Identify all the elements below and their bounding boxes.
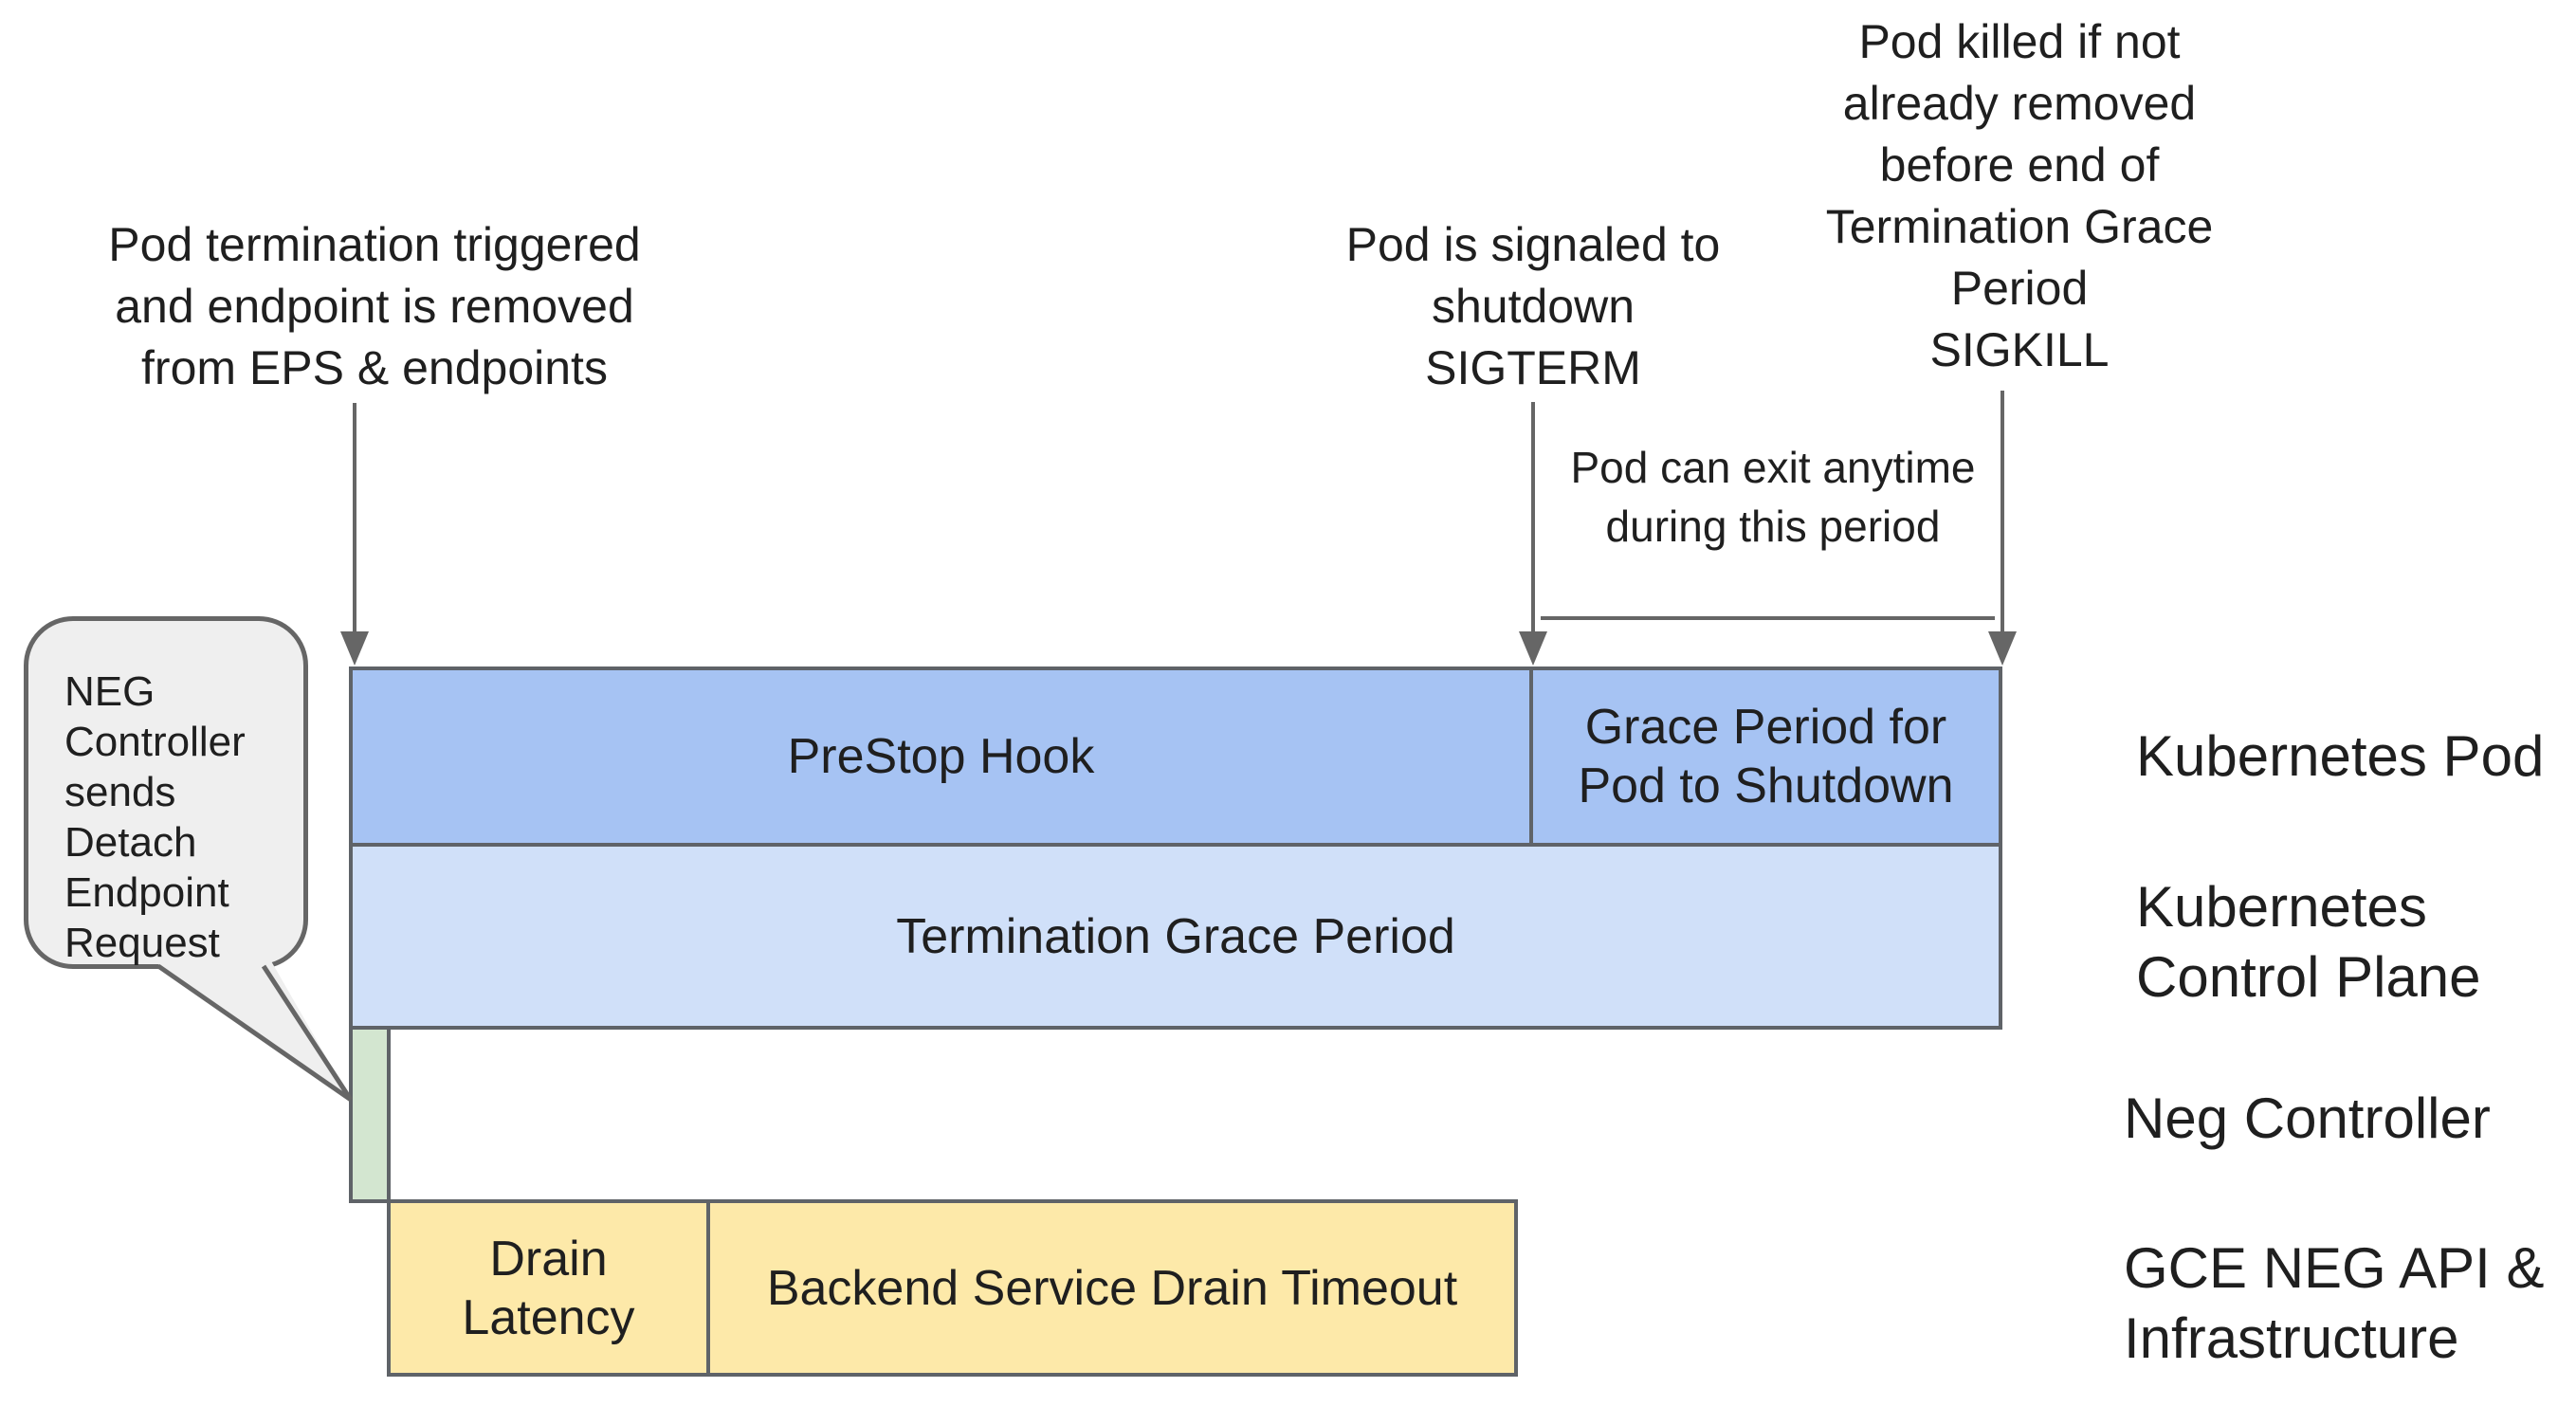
row-label-neg-controller: Neg Controller: [2124, 1086, 2491, 1150]
bar-drain-latency-label: Drain Latency: [462, 1231, 635, 1345]
bar-grace-period-shutdown: Grace Period for Pod to Shutdown: [1529, 666, 2002, 847]
arrow-pod-termination: [340, 403, 369, 666]
callout-tail-shape: [152, 959, 354, 1103]
row-label-gce-neg-api-infrastructure: GCE NEG API & Infrastructure: [2124, 1236, 2545, 1370]
bar-prestop-hook: PreStop Hook: [349, 666, 1533, 847]
bar-grace-period-shutdown-label: Grace Period for Pod to Shutdown: [1578, 700, 1954, 813]
bar-termination-grace-period: Termination Grace Period: [349, 843, 2002, 1030]
bar-prestop-hook-label: PreStop Hook: [787, 729, 1095, 784]
arrow-sigterm: [1519, 402, 1547, 666]
bar-backend-service-drain-timeout: Backend Service Drain Timeout: [706, 1199, 1518, 1377]
annotation-pod-termination-triggered: Pod termination triggered and endpoint i…: [108, 218, 641, 394]
neg-callout-bubble: NEG Controller sends Detach Endpoint Req…: [24, 616, 308, 969]
annotation-sigterm: Pod is signaled to shutdown SIGTERM: [1345, 218, 1721, 394]
bar-neg-controller-detach: [349, 1026, 391, 1203]
row-label-kubernetes-control-plane: Kubernetes Control Plane: [2136, 875, 2481, 1009]
row-label-kubernetes-pod: Kubernetes Pod: [2136, 724, 2545, 788]
annotation-sigkill: Pod killed if not already removed before…: [1825, 15, 2214, 376]
bar-drain-latency: Drain Latency: [387, 1199, 710, 1377]
neg-callout-text: NEG Controller sends Detach Endpoint Req…: [64, 668, 246, 966]
annotation-pod-can-exit: Pod can exit anytime during this period: [1570, 443, 1976, 551]
bar-backend-service-drain-timeout-label: Backend Service Drain Timeout: [766, 1260, 1458, 1316]
bar-termination-grace-period-label: Termination Grace Period: [896, 908, 1455, 964]
